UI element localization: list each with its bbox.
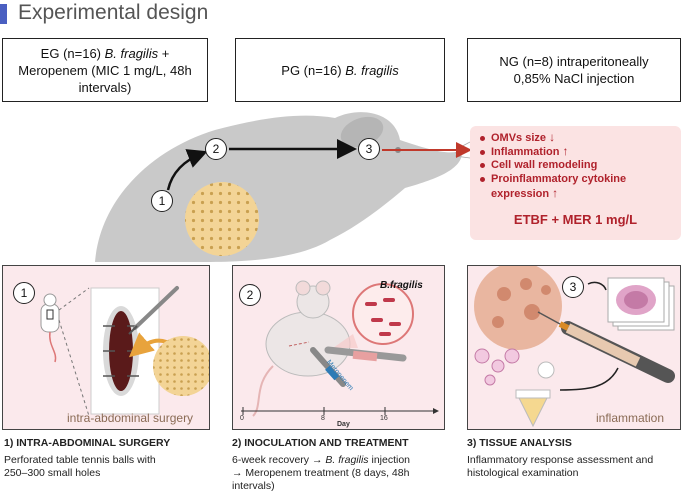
panel-3-caption: inflammation: [596, 411, 665, 425]
title-accent-bar: [0, 4, 7, 24]
group-eg-species: B. fragilis: [104, 45, 159, 61]
page-title: Experimental design: [18, 1, 209, 24]
timeline-tick-8: 8: [321, 415, 325, 422]
timeline-axis-title: Day: [337, 421, 350, 428]
result-item-inflammation: Inflammation ↑: [480, 145, 569, 159]
section-1-line-1: Perforated table tennis balls with: [4, 454, 156, 466]
results-box: [470, 126, 681, 240]
group-box-ng: NG (n=8) intraperitoneally 0,85% NaCl in…: [467, 38, 681, 102]
section-2-line-1: 6-week recovery → B. fragilis injection: [232, 454, 411, 466]
group-box-pg: PG (n=16) B. fragilis: [235, 38, 445, 102]
section-2-heading: 2) INOCULATION AND TREATMENT: [232, 437, 409, 449]
result-item-cytokine: Proinflammatory cytokine: [480, 173, 626, 186]
section-2-line-3: intervals): [232, 480, 275, 492]
panel-1-caption: intra-abdominal surgery: [67, 411, 194, 425]
surgery-illustration: [40, 286, 209, 417]
panel-surgery: 1 intra-abdominal surgery: [2, 265, 210, 430]
section-2-line-2: → Meropenem treatment (8 days, 48h: [232, 467, 410, 479]
timeline-tick-16: 16: [380, 415, 388, 422]
result-item-omvs: OMVs size ↓: [480, 131, 555, 145]
section-1-body: Perforated table tennis balls with 250–3…: [4, 454, 156, 480]
inoculation-illustration: [241, 280, 439, 417]
group-eg-prefix: EG (n=16): [40, 45, 105, 61]
step-3-circle: 3: [358, 138, 380, 160]
panel-tissue: 3 inflammation: [467, 265, 681, 430]
group-eg-suffix: + Meropenem (MIC 1 mg/L, 48h intervals): [18, 45, 192, 95]
result-item-expression: expression ↑: [491, 186, 559, 201]
section-3-body: Inflammatory response assessment and his…: [467, 454, 653, 480]
group-ng-text: NG (n=8) intraperitoneally 0,85% NaCl in…: [499, 54, 649, 86]
group-box-eg: EG (n=16) B. fragilis + Meropenem (MIC 1…: [2, 38, 208, 102]
final-label: ETBF + MER 1 mg/L: [513, 212, 638, 227]
group-pg-prefix: PG (n=16): [281, 62, 346, 78]
section-1-heading: 1) INTRA-ABDOMINAL SURGERY: [4, 437, 171, 449]
section-1-line-2: 250–300 small holes: [4, 467, 101, 479]
bacteria-label: B.fragilis: [380, 280, 423, 291]
tissue-illustration: [474, 266, 675, 428]
timeline-tick-0: 0: [240, 415, 244, 422]
result-item-cell-wall: Cell wall remodeling: [480, 159, 597, 172]
panel-1-number: 1: [13, 282, 35, 304]
section-2-body: 6-week recovery → B. fragilis injection …: [232, 454, 410, 493]
step-2-circle: 2: [205, 138, 227, 160]
step-1-circle: 1: [151, 190, 173, 212]
panel-inoculation: 2 B.fragilis Meropenem 0 8 16 Day: [232, 265, 445, 430]
panel-3-number: 3: [562, 276, 584, 298]
section-3-line-1: Inflammatory response assessment and: [467, 454, 654, 466]
group-pg-species: B. fragilis: [345, 62, 399, 78]
section-3-heading: 3) TISSUE ANALYSIS: [467, 437, 572, 449]
panel-2-number: 2: [239, 284, 261, 306]
section-3-line-2: histological examination: [467, 467, 579, 479]
